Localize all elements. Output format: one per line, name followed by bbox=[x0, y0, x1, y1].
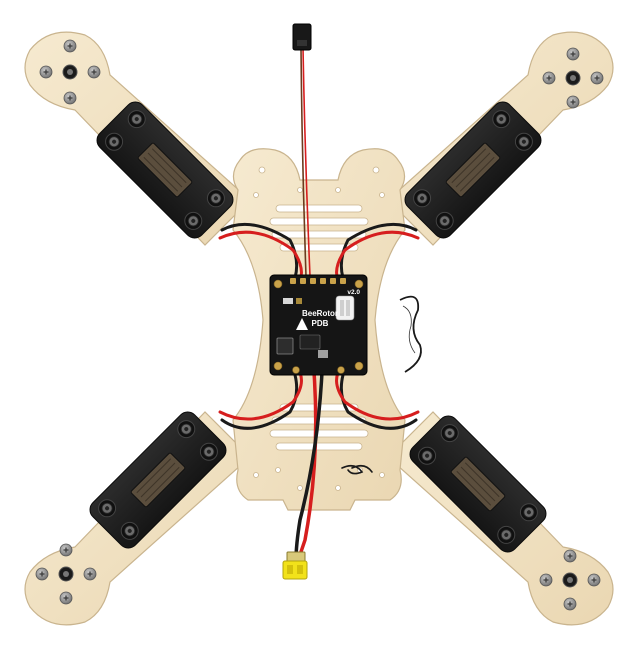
motor-wires bbox=[218, 222, 420, 430]
pdb-brand-line2: PDB bbox=[312, 319, 329, 328]
motor-mount-rear-right bbox=[539, 549, 601, 611]
esc-mount-rear-right bbox=[409, 415, 547, 553]
motor-mount-rear-left bbox=[35, 543, 97, 605]
motor-mount-front-left bbox=[39, 39, 101, 105]
signal-lead bbox=[300, 47, 311, 277]
pdb-board: BeeRotor PDB v2.0 bbox=[269, 274, 368, 376]
screw-cluster-icon bbox=[39, 39, 101, 105]
pdb-version: v2.0 bbox=[347, 289, 360, 296]
motor-mount-front-right bbox=[542, 47, 604, 109]
screw-cluster-icon bbox=[539, 549, 601, 611]
esc-mount-front-left bbox=[96, 101, 234, 239]
xt30-connector-icon bbox=[282, 551, 308, 580]
pdb-brand-line1: BeeRotor bbox=[302, 309, 338, 318]
esc-mount-front-right bbox=[404, 101, 542, 239]
screw-cluster-icon bbox=[35, 543, 97, 605]
esc-mount-rear-left bbox=[89, 411, 227, 549]
servo-connector bbox=[292, 23, 312, 51]
screw-cluster-icon bbox=[542, 47, 604, 109]
side-lead bbox=[399, 295, 422, 373]
